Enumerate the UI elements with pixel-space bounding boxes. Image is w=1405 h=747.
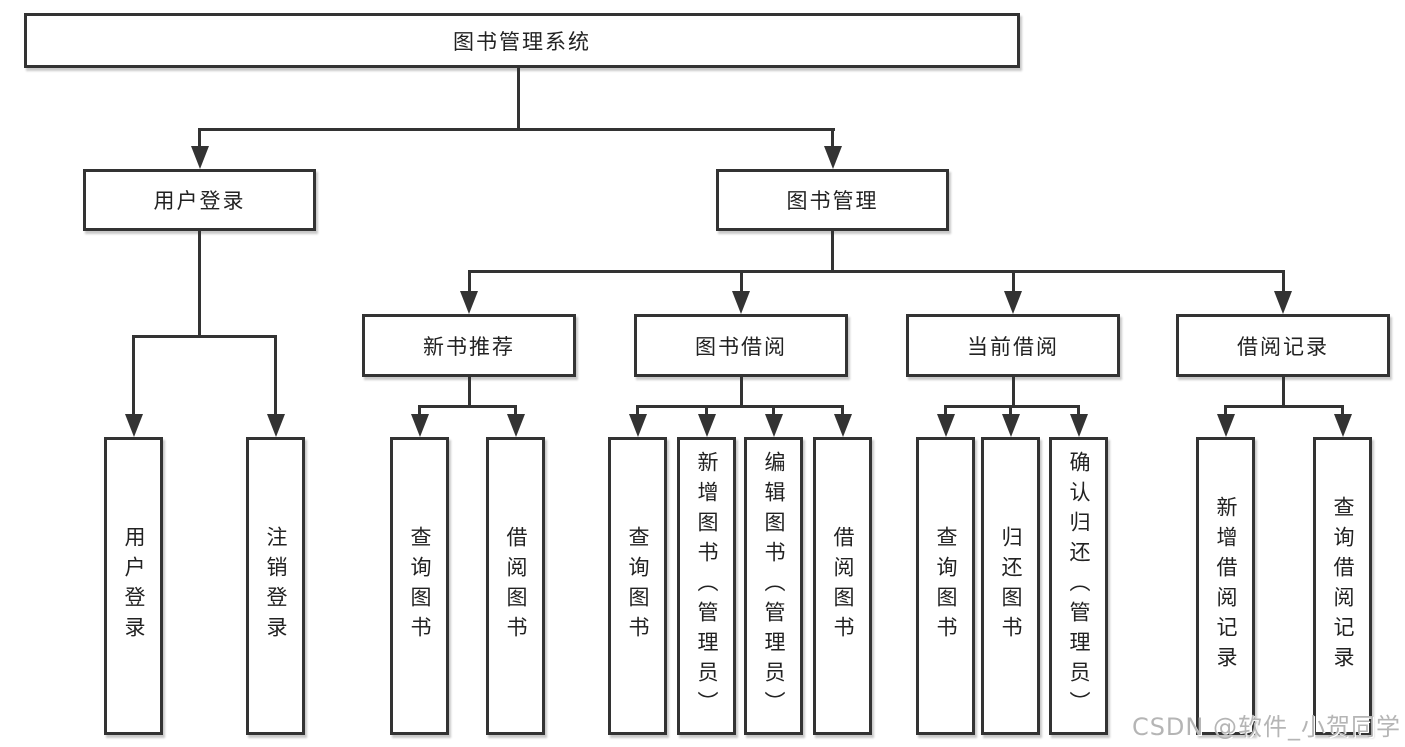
leaf-label: 用户登录	[122, 526, 146, 646]
connector-line	[418, 405, 517, 408]
connector-line	[636, 405, 844, 408]
connector-line	[944, 405, 1080, 408]
arrow-down-icon	[698, 414, 716, 437]
connector-line	[132, 335, 135, 420]
leaf-user-login: 用户登录	[104, 437, 163, 735]
arrow-down-icon	[191, 146, 209, 169]
connector-line	[274, 335, 277, 420]
leaf-label: 查询图书	[934, 526, 958, 646]
leaf-label: 查询图书	[626, 526, 650, 646]
leaf-current-query: 查询图书	[916, 437, 975, 735]
node-label: 图书管理	[786, 189, 879, 213]
arrow-down-icon	[1070, 414, 1088, 437]
connector-line	[831, 128, 834, 154]
connector-line	[468, 270, 1284, 273]
node-label: 用户登录	[153, 189, 246, 213]
connector-line	[740, 377, 743, 408]
arrow-down-icon	[629, 414, 647, 437]
arrow-down-icon	[125, 414, 143, 437]
csdn-watermark: CSDN @软件_小贺同学	[1131, 713, 1401, 741]
node-label: 图书借阅	[695, 334, 787, 359]
arrow-down-icon	[1004, 291, 1022, 314]
node-label: 当前借阅	[967, 334, 1059, 359]
leaf-label: 注销登录	[264, 526, 288, 646]
connector-line	[198, 128, 201, 154]
connector-line	[1012, 377, 1015, 408]
node-book-borrow: 图书借阅	[634, 314, 848, 377]
leaf-newbooks-query: 查询图书	[390, 437, 449, 735]
connector-line	[1282, 270, 1285, 296]
leaf-label: 确认归还（管理员）	[1067, 451, 1091, 721]
leaf-label: 借阅图书	[504, 526, 528, 646]
leaf-label: 新增借阅记录	[1214, 496, 1238, 676]
node-library-system: 图书管理系统	[24, 13, 1020, 68]
leaf-borrow-query: 查询图书	[608, 437, 667, 735]
connector-line	[831, 231, 834, 272]
leaf-logout: 注销登录	[246, 437, 305, 735]
leaf-label: 借阅图书	[831, 526, 855, 646]
arrow-down-icon	[1334, 414, 1352, 437]
arrow-down-icon	[1217, 414, 1235, 437]
leaf-label: 查询图书	[408, 526, 432, 646]
arrow-down-icon	[1274, 291, 1292, 314]
leaf-current-return: 归还图书	[981, 437, 1040, 735]
connector-line	[468, 377, 471, 408]
leaf-label: 编辑图书（管理员）	[762, 451, 786, 721]
leaf-records-add: 新增借阅记录	[1196, 437, 1255, 735]
node-label: 图书管理系统	[453, 29, 591, 54]
connector-line	[132, 335, 277, 338]
arrow-down-icon	[267, 414, 285, 437]
leaf-borrow-edit-admin: 编辑图书（管理员）	[744, 437, 803, 735]
arrow-down-icon	[937, 414, 955, 437]
leaf-borrow-borrow: 借阅图书	[813, 437, 872, 735]
node-borrow-records: 借阅记录	[1176, 314, 1390, 377]
node-user-login: 用户登录	[83, 169, 316, 231]
connector-line	[198, 231, 201, 338]
node-label: 借阅记录	[1237, 334, 1329, 359]
arrow-down-icon	[1002, 414, 1020, 437]
connector-line	[517, 68, 520, 130]
leaf-label: 查询借阅记录	[1331, 496, 1355, 676]
leaf-label: 新增图书（管理员）	[695, 451, 719, 721]
arrow-down-icon	[411, 414, 429, 437]
arrow-down-icon	[732, 291, 750, 314]
connector-line	[468, 270, 471, 296]
leaf-borrow-add-admin: 新增图书（管理员）	[677, 437, 736, 735]
arrow-down-icon	[765, 414, 783, 437]
arrow-down-icon	[834, 414, 852, 437]
connector-line	[198, 128, 835, 131]
leaf-current-confirm-admin: 确认归还（管理员）	[1049, 437, 1108, 735]
arrow-down-icon	[460, 291, 478, 314]
leaf-label: 归还图书	[999, 526, 1023, 646]
connector-line	[1224, 405, 1344, 408]
arrow-down-icon	[824, 146, 842, 169]
node-new-book-recommend: 新书推荐	[362, 314, 576, 377]
node-current-borrow: 当前借阅	[906, 314, 1120, 377]
connector-line	[740, 270, 743, 296]
node-book-management: 图书管理	[716, 169, 949, 231]
leaf-records-query: 查询借阅记录	[1313, 437, 1372, 735]
arrow-down-icon	[507, 414, 525, 437]
leaf-newbooks-borrow: 借阅图书	[486, 437, 545, 735]
connector-line	[1282, 377, 1285, 408]
connector-line	[1012, 270, 1015, 296]
node-label: 新书推荐	[423, 334, 515, 359]
